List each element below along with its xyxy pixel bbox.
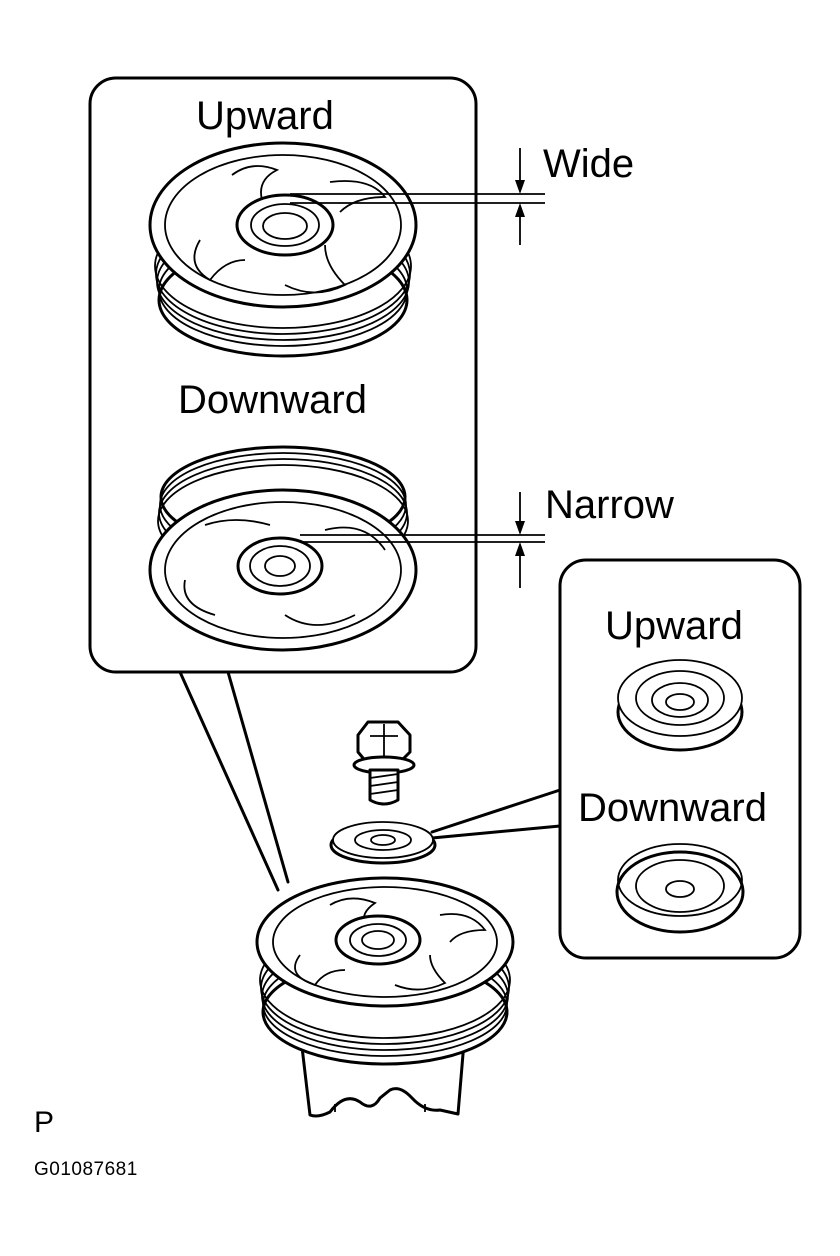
washer-illustration xyxy=(329,821,437,865)
washer-upward-illustration xyxy=(616,659,744,752)
callout-leader-pulley xyxy=(178,670,280,892)
narrow-label: Narrow xyxy=(545,483,674,527)
figure-code: G01087681 xyxy=(34,1159,138,1180)
callout-leader-washer xyxy=(430,788,562,834)
bolt-illustration xyxy=(352,720,416,806)
washer-downward-illustration xyxy=(615,843,745,934)
narrow-dimension-marker xyxy=(300,492,545,588)
view-mark: P xyxy=(34,1106,55,1139)
washer-downward-label: Downward xyxy=(578,786,767,830)
water-pump-pulley-assembly-illustration xyxy=(255,876,515,1118)
washer-upward-label: Upward xyxy=(605,604,743,648)
wide-label: Wide xyxy=(543,142,635,186)
upper-box-downward-label: Downward xyxy=(178,378,367,422)
washer-orientation-callout-box xyxy=(558,558,802,960)
pulley-upward-illustration xyxy=(148,141,418,358)
pulley-downward-illustration xyxy=(148,445,418,652)
upper-box-upward-label: Upward xyxy=(196,94,334,138)
wide-dimension-marker xyxy=(290,148,545,245)
